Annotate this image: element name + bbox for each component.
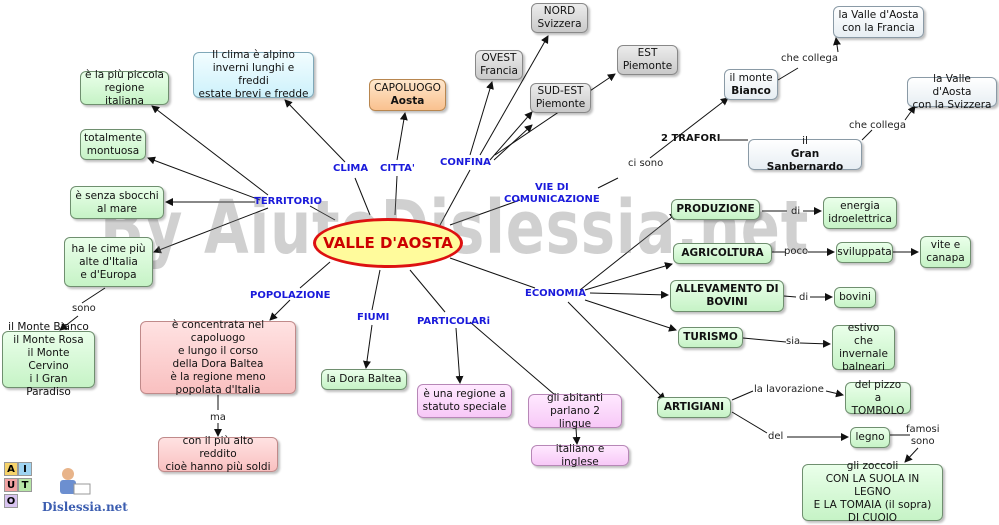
node-artigiani[interactable]: ARTIGIANI	[657, 397, 731, 418]
node-turismo[interactable]: TURISMO	[678, 327, 743, 348]
link-2-trafori: 2 TRAFORI	[661, 133, 721, 144]
label-popolazione: POPOLAZIONE	[250, 290, 331, 301]
node-energia-idroelettrica[interactable]: energia idroelettrica	[823, 197, 897, 229]
label-economia: ECONOMIA	[525, 288, 586, 299]
node-ovest-francia[interactable]: OVEST Francia	[475, 50, 523, 80]
logo-block-a: A	[4, 462, 18, 476]
sanbernardo-name: Gran Sanbernardo	[766, 148, 844, 173]
logo-block-o: O	[4, 494, 18, 508]
aiutodislessia-logo: A I U T O Dislessia.net	[4, 458, 136, 520]
node-statuto-speciale[interactable]: è una regione a statuto speciale	[417, 384, 512, 418]
node-montuosa[interactable]: totalmente montuosa	[80, 129, 146, 160]
label-fiumi: FIUMI	[357, 312, 390, 323]
logo-block-i: I	[18, 462, 32, 476]
node-due-lingue[interactable]: gli abitanti parlano 2 lingue	[528, 392, 622, 430]
node-italiano-inglese[interactable]: italiano e inglese	[531, 443, 629, 468]
node-capoluogo[interactable]: CAPOLUOGO Aosta	[369, 79, 446, 111]
logo-block-u: U	[4, 478, 18, 492]
node-nord-svizzera[interactable]: NORD Svizzera	[531, 3, 588, 33]
link-di-energia: di	[791, 206, 801, 217]
node-est-piemonte[interactable]: EST Piemonte	[617, 45, 678, 75]
node-produzione[interactable]: PRODUZIONE	[671, 199, 760, 220]
link-che-collega-francia: che collega	[781, 53, 838, 64]
node-popolazione-concentrata[interactable]: è concentrata nel capoluogo e lungo il c…	[140, 319, 296, 396]
logo-block-t: T	[18, 478, 32, 492]
node-pizzo-tombolo[interactable]: del pizzo a TOMBOLO	[845, 379, 911, 417]
node-monti[interactable]: il Monte Bianco il Monte Rosa il Monte C…	[2, 321, 95, 398]
link-la-lavorazione: la lavorazione	[754, 384, 824, 395]
link-sono: sono	[72, 303, 96, 314]
logo-site-text: Dislessia.net	[42, 500, 128, 514]
node-con-la-francia[interactable]: la Valle d'Aosta con la Francia	[833, 6, 924, 38]
link-del: del	[768, 431, 784, 442]
node-estivo-invernale[interactable]: estivo che invernale balneari	[832, 322, 895, 373]
link-poco: poco	[784, 246, 809, 257]
label-clima: CLIMA	[333, 163, 369, 174]
link-che-collega-svizzera: che collega	[849, 120, 906, 131]
monte-bianco-name: Bianco	[731, 84, 771, 97]
node-dora-baltea[interactable]: la Dora Baltea	[321, 369, 407, 390]
node-bovini[interactable]: bovini	[834, 287, 876, 308]
capoluogo-title: CAPOLUOGO	[374, 82, 441, 94]
sanbernardo-pre: il	[802, 135, 808, 147]
node-clima[interactable]: Il clima è alpino inverni lunghi e fredd…	[193, 49, 314, 100]
link-sia: sia	[786, 336, 801, 347]
label-territorio: TERRITORIO	[254, 196, 323, 207]
central-topic[interactable]: VALLE D'AOSTA	[313, 218, 463, 268]
node-allevamento-bovini[interactable]: ALLEVAMENTO DI BOVINI	[670, 280, 784, 312]
node-sud-est-piemonte[interactable]: SUD-EST Piemonte	[530, 83, 591, 113]
label-citta: CITTA'	[380, 163, 415, 174]
link-di-bovini: di	[799, 292, 809, 303]
node-senza-sbocchi[interactable]: è senza sbocchi al mare	[70, 186, 164, 219]
link-ci-sono: ci sono	[628, 158, 664, 169]
node-legno[interactable]: legno	[850, 427, 890, 448]
node-zoccoli[interactable]: gli zoccoli CON LA SUOLA IN LEGNO E LA T…	[802, 460, 943, 524]
node-gran-sanbernardo[interactable]: il Gran Sanbernardo	[748, 135, 862, 173]
link-ma: ma	[210, 412, 226, 423]
node-agricoltura[interactable]: AGRICOLTURA	[673, 243, 772, 264]
reading-child-icon	[60, 468, 91, 495]
link-famosi-sono: famosi sono	[906, 424, 940, 447]
node-reddito[interactable]: con il più alto reddito cioè hanno più s…	[158, 435, 278, 473]
node-piu-piccola[interactable]: è la più piccola regione italiana	[80, 69, 169, 107]
label-confina: CONFINA	[440, 157, 491, 168]
node-cime[interactable]: ha le cime più alte d'Italia e d'Europa	[64, 237, 153, 287]
monte-bianco-pre: il monte	[729, 71, 773, 84]
node-monte-bianco[interactable]: il monte Bianco	[724, 69, 778, 100]
node-sviluppata[interactable]: sviluppata	[836, 242, 893, 263]
label-particolari: PARTICOLARi	[417, 316, 491, 327]
capoluogo-name: Aosta	[390, 95, 425, 107]
label-vie-di-comunicazione: VIE DI COMUNICAZIONE	[504, 182, 600, 205]
node-con-la-svizzera[interactable]: la Valle d'Aosta con la Svizzera	[907, 73, 997, 111]
node-vite-canapa[interactable]: vite e canapa	[920, 236, 971, 268]
